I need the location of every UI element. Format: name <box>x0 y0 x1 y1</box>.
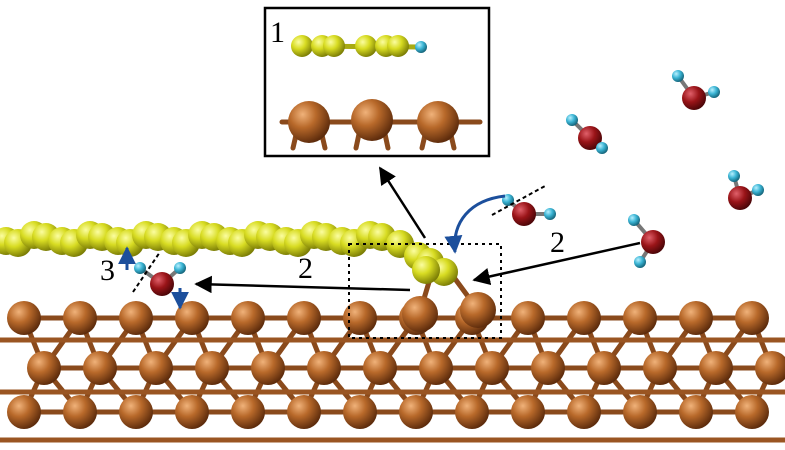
hydrogen-atom <box>566 114 578 126</box>
sulfur-atom <box>412 256 440 284</box>
copper-atom <box>287 301 321 335</box>
orientation-line-left <box>132 251 161 293</box>
copper-atom <box>343 301 377 335</box>
copper-atom <box>195 351 229 385</box>
water-molecule <box>728 170 764 210</box>
oxygen-atom <box>150 272 174 296</box>
inset-label: 1 <box>270 16 285 49</box>
copper-atom <box>511 301 545 335</box>
copper-atom <box>475 351 509 385</box>
copper-atom <box>231 301 265 335</box>
oxygen-atom <box>512 202 536 226</box>
sulfur-chain <box>0 221 458 286</box>
copper-atom <box>511 395 545 429</box>
copper-atom <box>7 395 41 429</box>
copper-atom <box>455 395 489 429</box>
copper-atom <box>419 351 453 385</box>
arrow-path-right <box>472 241 641 286</box>
copper-atom <box>531 351 565 385</box>
hydrogen-atom <box>596 142 608 154</box>
copper-atom <box>27 351 61 385</box>
copper-atom <box>623 301 657 335</box>
copper-atom <box>363 351 397 385</box>
copper-atom <box>7 301 41 335</box>
hydrogen-atom <box>544 208 556 220</box>
label-path-left: 2 <box>298 252 313 285</box>
sulfur-atom <box>291 35 313 57</box>
oxygen-atom <box>682 86 706 110</box>
copper-atom <box>735 301 769 335</box>
copper-atom <box>63 395 97 429</box>
copper-atom <box>623 395 657 429</box>
copper-atom <box>567 301 601 335</box>
arrow-path-left <box>194 275 411 294</box>
hydrogen-atom <box>672 70 684 82</box>
water-molecule <box>672 70 720 110</box>
selection-box <box>348 243 502 339</box>
hydrogen-atom <box>728 170 740 182</box>
water-molecules <box>134 70 764 296</box>
copper-atom <box>567 395 601 429</box>
hydrogen-atom <box>134 262 146 274</box>
arrow-to-inset <box>378 166 427 239</box>
copper-atom <box>417 101 459 143</box>
hydrogen-atom <box>415 41 427 53</box>
sulfur-atom <box>323 35 345 57</box>
water-molecule <box>628 214 665 268</box>
oxygen-atom <box>641 230 665 254</box>
copper-atom <box>343 395 377 429</box>
sulfur-atom <box>387 35 409 57</box>
copper-atom <box>231 395 265 429</box>
copper-atom <box>587 351 621 385</box>
label-path-right: 2 <box>550 226 565 259</box>
water-molecule <box>134 262 186 296</box>
oxygen-atom <box>578 126 602 150</box>
copper-atom <box>251 351 285 385</box>
copper-atom <box>119 395 153 429</box>
copper-atom <box>399 395 433 429</box>
copper-atom <box>755 351 785 385</box>
water-molecule <box>566 114 608 154</box>
water-molecule <box>502 194 556 226</box>
copper-atom <box>63 301 97 335</box>
label-rotation: 3 <box>100 254 115 287</box>
inset-panel: 1 <box>263 6 491 158</box>
copper-atom <box>679 301 713 335</box>
copper-atom <box>351 99 393 141</box>
copper-atom <box>83 351 117 385</box>
copper-atom <box>460 292 496 328</box>
copper-atom <box>402 296 438 332</box>
sulfur-atom <box>355 35 377 57</box>
blue-curved-arrow <box>444 194 506 254</box>
copper-atom <box>643 351 677 385</box>
copper-substrate <box>0 269 785 443</box>
oxygen-atom <box>728 186 752 210</box>
hydrogen-atom <box>628 214 640 226</box>
copper-atom <box>119 301 153 335</box>
orientation-line-right <box>491 185 546 216</box>
copper-atom <box>307 351 341 385</box>
hydrogen-atom <box>634 256 646 268</box>
hydrogen-atom <box>752 184 764 196</box>
copper-atom <box>287 395 321 429</box>
hydrogen-atom <box>174 262 186 274</box>
copper-atom <box>175 395 209 429</box>
copper-atom <box>288 101 330 143</box>
copper-atom <box>735 395 769 429</box>
copper-atom <box>699 351 733 385</box>
hydrogen-atom <box>708 86 720 98</box>
copper-atom <box>679 395 713 429</box>
copper-atom <box>139 351 173 385</box>
